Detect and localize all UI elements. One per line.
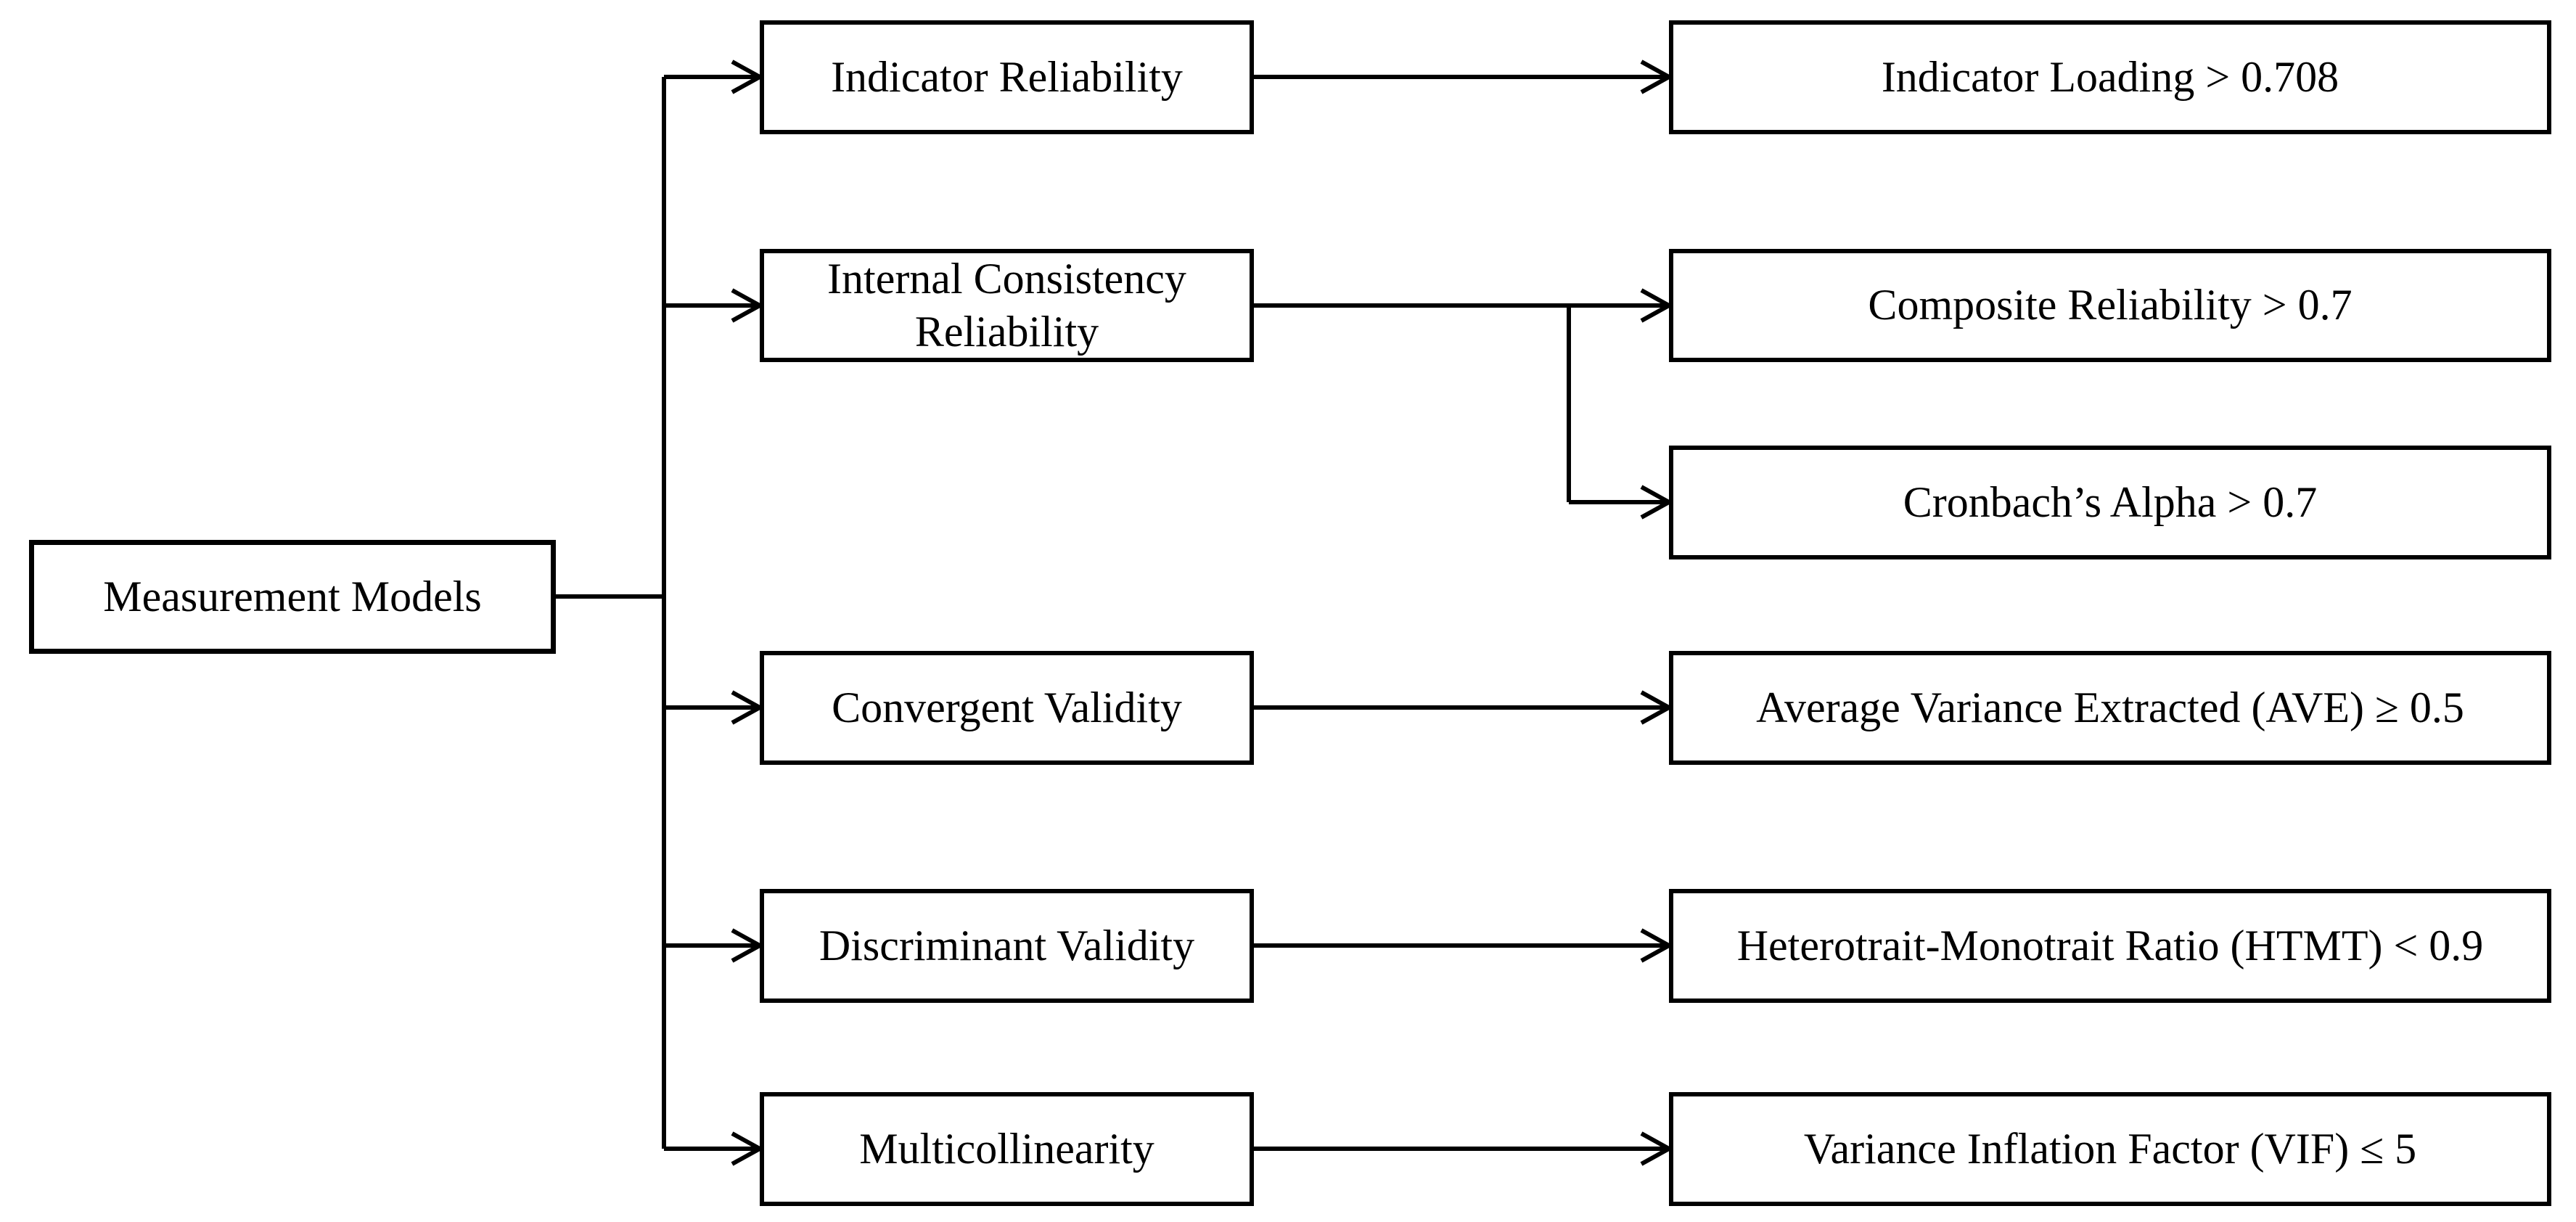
node-composite-reliability-threshold-label: Composite Reliability > 0.7 bbox=[1868, 281, 2353, 329]
node-vif-threshold: Variance Inflation Factor (VIF) ≤ 5 bbox=[1669, 1092, 2551, 1206]
node-convergent-validity-label: Convergent Validity bbox=[832, 683, 1182, 731]
node-indicator-loading-threshold-label: Indicator Loading > 0.708 bbox=[1881, 52, 2339, 101]
node-cronbachs-alpha-threshold: Cronbach’s Alpha > 0.7 bbox=[1669, 446, 2551, 559]
node-measurement-models-label: Measurement Models bbox=[103, 572, 482, 620]
node-composite-reliability-threshold: Composite Reliability > 0.7 bbox=[1669, 249, 2551, 362]
node-htmt-threshold-label: Heterotrait-Monotrait Ratio (HTMT) < 0.9 bbox=[1736, 921, 2484, 969]
node-ave-threshold-label: Average Variance Extracted (AVE) ≥ 0.5 bbox=[1756, 683, 2464, 731]
node-discriminant-validity: Discriminant Validity bbox=[760, 889, 1254, 1003]
node-indicator-loading-threshold: Indicator Loading > 0.708 bbox=[1669, 20, 2551, 134]
node-indicator-reliability-label: Indicator Reliability bbox=[831, 52, 1183, 101]
node-htmt-threshold: Heterotrait-Monotrait Ratio (HTMT) < 0.9 bbox=[1669, 889, 2551, 1003]
node-internal-consistency-reliability-label: Internal Consistency Reliability bbox=[827, 254, 1186, 356]
node-measurement-models: Measurement Models bbox=[29, 540, 556, 654]
node-internal-consistency-reliability: Internal Consistency Reliability bbox=[760, 249, 1254, 362]
node-convergent-validity: Convergent Validity bbox=[760, 651, 1254, 765]
node-vif-threshold-label: Variance Inflation Factor (VIF) ≤ 5 bbox=[1803, 1124, 2417, 1173]
node-indicator-reliability: Indicator Reliability bbox=[760, 20, 1254, 134]
node-multicollinearity-label: Multicollinearity bbox=[859, 1124, 1154, 1173]
node-discriminant-validity-label: Discriminant Validity bbox=[819, 921, 1195, 969]
node-cronbachs-alpha-threshold-label: Cronbach’s Alpha > 0.7 bbox=[1903, 477, 2318, 526]
node-ave-threshold: Average Variance Extracted (AVE) ≥ 0.5 bbox=[1669, 651, 2551, 765]
node-multicollinearity: Multicollinearity bbox=[760, 1092, 1254, 1206]
